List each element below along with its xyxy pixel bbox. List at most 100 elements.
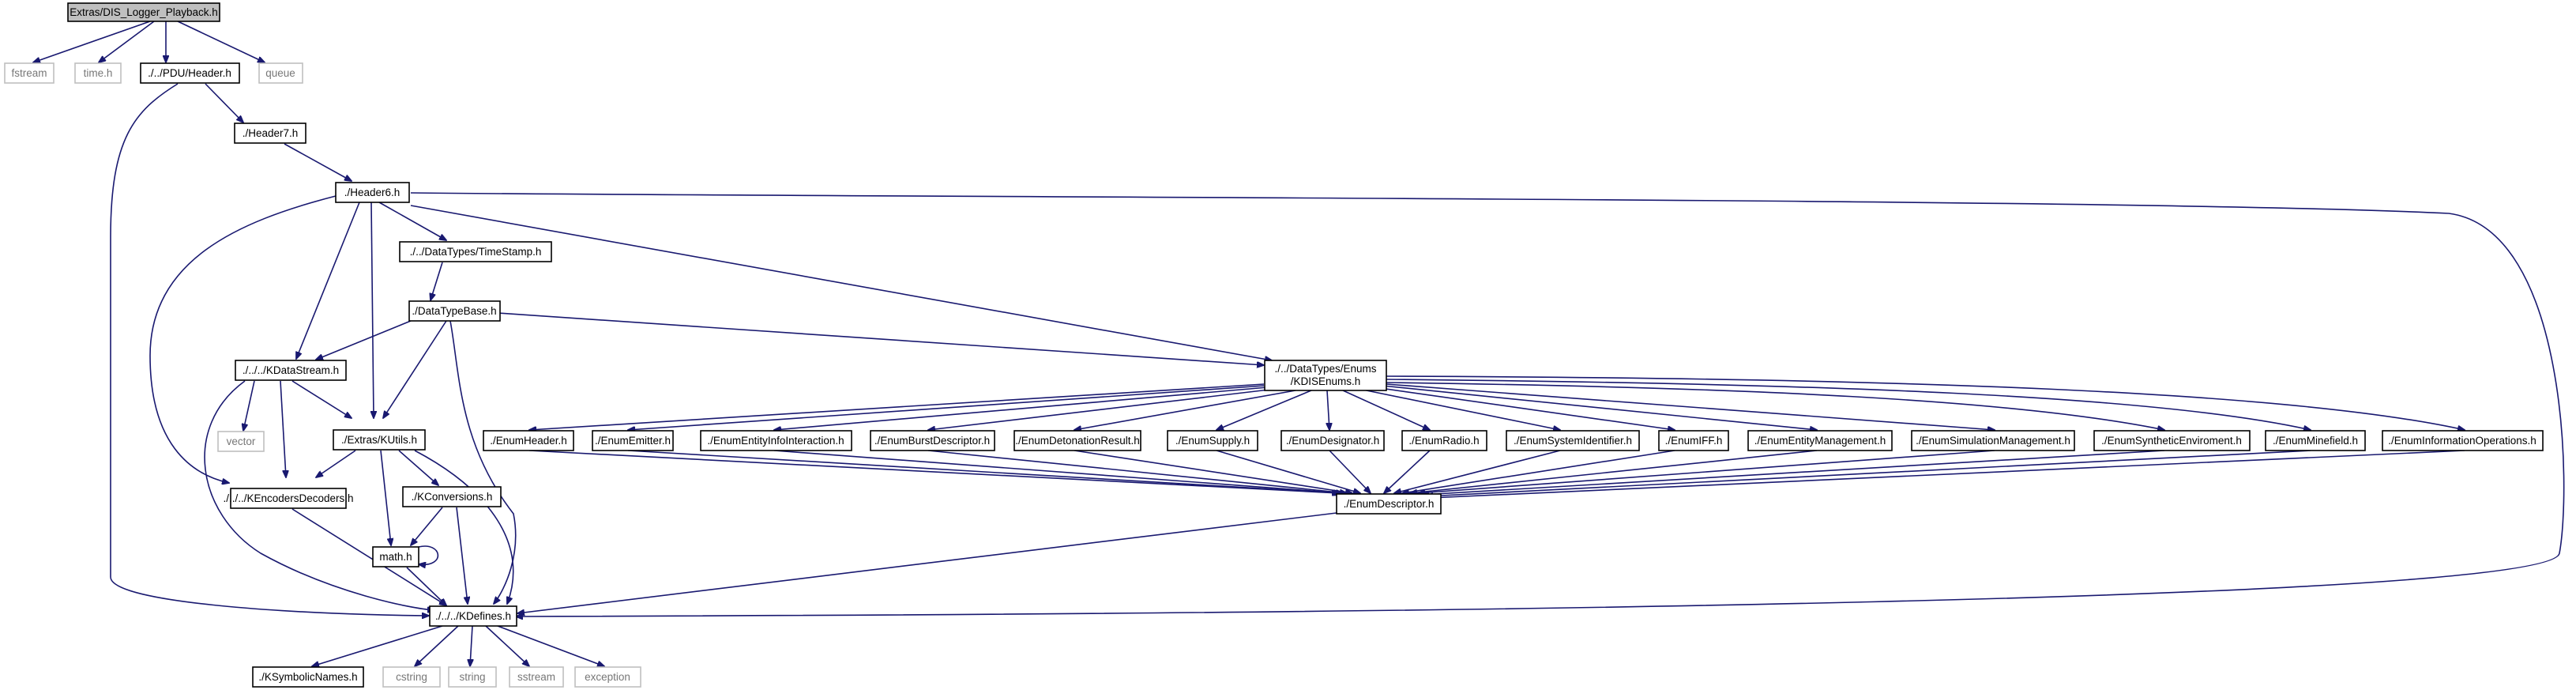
edge-kutils-kdefines xyxy=(414,450,514,604)
node-enumdescriptor[interactable]: ./EnumDescriptor.h xyxy=(1336,493,1442,515)
edge-disenums-e_designator xyxy=(1327,390,1329,430)
node-queue[interactable]: queue xyxy=(258,62,303,84)
edge-e_radio-enumdescriptor xyxy=(1384,450,1431,493)
node-enumburstdescriptor[interactable]: ./EnumBurstDescriptor.h xyxy=(870,430,995,451)
node-kencodersdecoders[interactable]: ./../../KEncodersDecoders.h xyxy=(223,488,354,509)
edge-kutils-conversions xyxy=(398,450,438,485)
node-ksymbolicnames[interactable]: ./KSymbolicNames.h xyxy=(252,666,364,688)
node-string[interactable]: string xyxy=(448,666,497,688)
svg-text:./Header7.h: ./Header7.h xyxy=(243,127,299,139)
edge-disenums-e_iff xyxy=(1374,386,1675,430)
edge-datatypebase-datastream xyxy=(316,320,412,360)
node-dis-logger-playback[interactable]: Extras/DIS_Logger_Playback.h xyxy=(67,2,220,22)
node-enuminformationoperations[interactable]: ./EnumInformationOperations.h xyxy=(2382,430,2544,451)
node-enumemitter[interactable]: ./EnumEmitter.h xyxy=(592,430,674,451)
svg-text:sstream: sstream xyxy=(517,671,555,683)
node-enumentitymanagement[interactable]: ./EnumEntityManagement.h xyxy=(1747,430,1893,451)
edge-pduheader-kdefines xyxy=(110,83,429,616)
node-enumsimulationmanagement[interactable]: ./EnumSimulationManagement.h xyxy=(1911,430,2075,451)
node-time-h[interactable]: time.h xyxy=(74,62,122,84)
node-sstream[interactable]: sstream xyxy=(509,666,564,688)
svg-text:./EnumEmitter.h: ./EnumEmitter.h xyxy=(595,435,671,447)
node-pdu-header[interactable]: ./../PDU/Header.h xyxy=(140,62,240,84)
node-fstream[interactable]: fstream xyxy=(4,62,55,84)
svg-text:./EnumHeader.h: ./EnumHeader.h xyxy=(490,435,567,447)
edge-disenums-e_burst xyxy=(928,388,1277,430)
edge-datastream-kutils xyxy=(291,380,352,418)
edge-disenums-e_supply xyxy=(1217,390,1312,430)
svg-text:./Header6.h: ./Header6.h xyxy=(344,187,401,198)
svg-text:./EnumIFF.h: ./EnumIFF.h xyxy=(1665,435,1723,447)
edge-conversions-kdefines xyxy=(456,507,468,604)
svg-text:./KConversions.h: ./KConversions.h xyxy=(412,491,493,503)
svg-text:Extras/DIS_Logger_Playback.h: Extras/DIS_Logger_Playback.h xyxy=(70,6,218,18)
svg-text:./Extras/KUtils.h: ./Extras/KUtils.h xyxy=(341,434,417,446)
node-enumdetonationresult[interactable]: ./EnumDetonationResult.h xyxy=(1013,430,1141,451)
node-header7[interactable]: ./Header7.h xyxy=(234,123,306,144)
node-enumsupply[interactable]: ./EnumSupply.h xyxy=(1167,430,1258,451)
edge-conversions-math xyxy=(411,507,443,545)
svg-text:./EnumSystemIdentifier.h: ./EnumSystemIdentifier.h xyxy=(1514,435,1632,447)
node-math-h[interactable]: math.h xyxy=(372,546,419,567)
svg-text:./EnumRadio.h: ./EnumRadio.h xyxy=(1408,435,1479,447)
svg-text:./EnumSyntheticEnviroment.h: ./EnumSyntheticEnviroment.h xyxy=(2101,435,2242,447)
node-kconversions[interactable]: ./KConversions.h xyxy=(402,486,502,507)
edge-math-kdefines xyxy=(406,567,446,605)
svg-text:exception: exception xyxy=(585,671,630,683)
edge-e_entityinfo-enumdescriptor xyxy=(773,450,1343,493)
svg-text:./../PDU/Header.h: ./../PDU/Header.h xyxy=(148,67,231,79)
svg-text:./KSymbolicNames.h: ./KSymbolicNames.h xyxy=(258,671,357,683)
svg-text:./EnumEntityManagement.h: ./EnumEntityManagement.h xyxy=(1754,435,1886,447)
node-datatypebase[interactable]: ./DataTypeBase.h xyxy=(408,300,501,322)
edge-header6-kdefines xyxy=(410,192,2565,616)
edge-disenums-e_minefield xyxy=(1386,379,2311,430)
node-header6[interactable]: ./Header6.h xyxy=(335,182,410,203)
node-vector[interactable]: vector xyxy=(217,431,265,452)
node-exception[interactable]: exception xyxy=(574,666,641,688)
edge-e_designator-enumdescriptor xyxy=(1329,450,1371,493)
edge-kdefines-exception xyxy=(497,625,604,666)
edge-kutils-math xyxy=(380,450,391,545)
node-kdisenums[interactable]: ./../DataTypes/Enums /KDISEnums.h xyxy=(1264,360,1387,391)
edge-e_entitymgmt-enumdescriptor xyxy=(1410,450,1818,493)
svg-text:./../DataTypes/Enums: ./../DataTypes/Enums xyxy=(1274,363,1376,375)
edge-datatypebase-disenums xyxy=(497,312,1264,365)
node-kutils[interactable]: ./Extras/KUtils.h xyxy=(333,429,426,451)
svg-text:math.h: math.h xyxy=(379,551,412,563)
edge-header6-timestamp xyxy=(378,202,446,240)
svg-text:./DataTypeBase.h: ./DataTypeBase.h xyxy=(412,305,496,317)
edge-e_burst-enumdescriptor xyxy=(927,450,1347,493)
svg-text:/KDISEnums.h: /KDISEnums.h xyxy=(1291,375,1361,387)
svg-text:./EnumDetonationResult.h: ./EnumDetonationResult.h xyxy=(1015,435,1140,447)
edge-kdefines-sstream xyxy=(485,625,529,666)
edge-disenums-e_entityinfo xyxy=(774,386,1269,430)
edges xyxy=(33,21,2565,666)
node-timestamp[interactable]: ./../DataTypes/TimeStamp.h xyxy=(399,241,552,262)
edge-e_emitter-enumdescriptor xyxy=(627,450,1341,493)
edge-math-self xyxy=(419,545,439,564)
edge-e_detonation-enumdescriptor xyxy=(1074,450,1352,493)
node-enumentityinfointeraction[interactable]: ./EnumEntityInfoInteraction.h xyxy=(700,430,852,451)
edge-encoders-kdefines xyxy=(291,508,446,605)
edge-header6-datastream xyxy=(296,202,360,359)
node-enumiff[interactable]: ./EnumIFF.h xyxy=(1658,430,1729,451)
svg-text:./EnumEntityInfoInteraction.h: ./EnumEntityInfoInteraction.h xyxy=(707,435,844,447)
node-enumheader[interactable]: ./EnumHeader.h xyxy=(483,430,574,451)
node-enumsystemidentifier[interactable]: ./EnumSystemIdentifier.h xyxy=(1506,430,1640,451)
svg-text:time.h: time.h xyxy=(84,67,113,79)
edge-datastream-vector xyxy=(243,380,255,431)
node-enumsyntheticenviroment[interactable]: ./EnumSyntheticEnviroment.h xyxy=(2093,430,2251,451)
edge-e_minefield-enumdescriptor xyxy=(1426,450,2311,496)
edge-disenums-e_detonation xyxy=(1074,390,1296,430)
edge-kdefines-string xyxy=(470,625,472,666)
edge-datatypebase-kutils xyxy=(383,320,447,418)
node-cstring[interactable]: cstring xyxy=(382,666,441,688)
node-enumdesignator[interactable]: ./EnumDesignator.h xyxy=(1280,430,1385,451)
svg-text:./../../KDefines.h: ./../../KDefines.h xyxy=(435,610,511,622)
node-enumminefield[interactable]: ./EnumMinefield.h xyxy=(2265,430,2366,451)
node-enumradio[interactable]: ./EnumRadio.h xyxy=(1401,430,1487,451)
edge-e_synthetic-enumdescriptor xyxy=(1422,450,2165,495)
node-kdefines[interactable]: ./../../KDefines.h xyxy=(429,605,517,627)
node-kdatastream[interactable]: ./../../KDataStream.h xyxy=(235,360,347,381)
edge-root-queue xyxy=(177,21,265,62)
